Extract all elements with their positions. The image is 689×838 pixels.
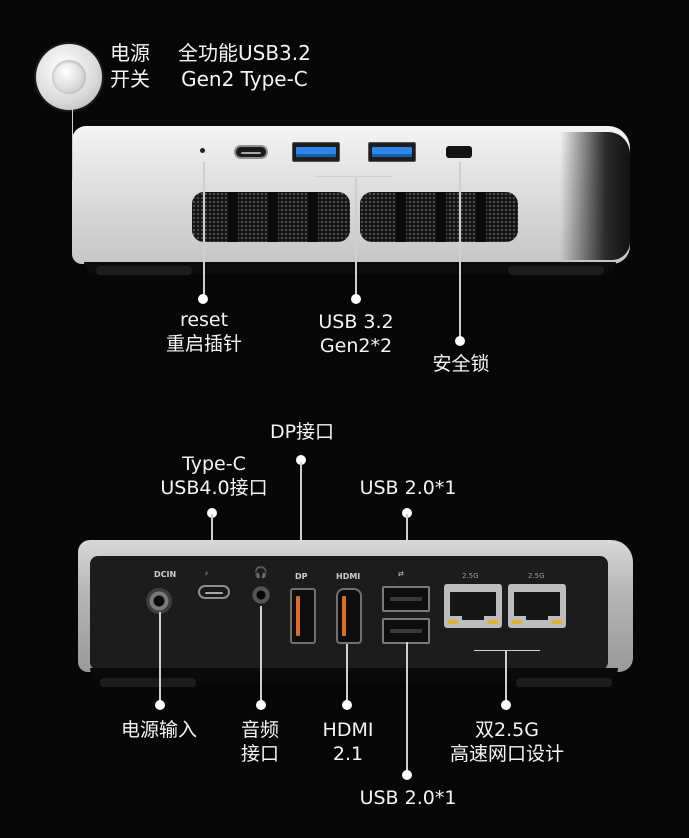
power-label: 电源 开关 [110, 41, 150, 91]
lan-leader-v [505, 650, 507, 704]
usb2-silk-icon: ⇄ [398, 570, 404, 578]
usb2-port-top [382, 586, 430, 612]
usb2-port-bottom [382, 618, 430, 644]
typec-dot [207, 508, 217, 518]
back-foot-right [516, 678, 612, 687]
hdmi-leader [346, 644, 348, 704]
typec-back-label: Type-C USB4.0接口 [160, 453, 268, 499]
dc-in-jack [146, 588, 172, 614]
usb4-silk-icon: ⚡ [204, 570, 209, 578]
usb3-port-1 [292, 142, 340, 162]
usb20-bottom-label: USB 2.0*1 [359, 787, 457, 809]
lan-port-2 [508, 584, 566, 628]
lan-label: 双2.5G 高速网口设计 [449, 719, 564, 765]
power-button-cap [52, 60, 86, 94]
lock-label: 安全锁 [432, 353, 490, 375]
dcin-label: 电源输入 [120, 719, 197, 741]
power-button [36, 44, 102, 110]
back-foot-left [100, 678, 196, 687]
lan-port-1 [444, 584, 502, 628]
lan-leader-h [474, 650, 540, 651]
front-foot-right [508, 266, 604, 275]
audio-jack [252, 586, 270, 604]
audio-leader [260, 606, 262, 704]
lan-dot [501, 700, 511, 710]
headphone-icon: 🎧 [254, 566, 268, 579]
reset-label: reset 重启插针 [165, 309, 242, 355]
dcin-dot [155, 700, 165, 710]
usbc-front-label: 全功能USB3.2 Gen2 Type-C [178, 41, 311, 91]
audio-label: 音频 接口 [240, 719, 279, 765]
dp-silk: DP [295, 572, 308, 581]
audio-dot [256, 700, 266, 710]
front-foot-left [96, 266, 192, 275]
security-lock-slot [446, 146, 472, 158]
power-leader-v [72, 108, 73, 180]
reset-dot [198, 294, 208, 304]
hdmi-silk: HDMI [336, 572, 361, 581]
front-vent-left [192, 192, 350, 242]
hdmi-label: HDMI 2.1 [322, 719, 374, 765]
usb20-bottom-leader [406, 642, 408, 772]
usb3-dot [351, 294, 361, 304]
dcin-silk: DCIN [154, 570, 177, 579]
usb32-label: USB 3.2 Gen2*2 [318, 311, 394, 357]
dcin-leader [159, 612, 161, 704]
front-base [84, 262, 616, 274]
usb3-leader-v [355, 176, 357, 298]
dp-leader [300, 462, 302, 590]
usb20-bottom-dot [402, 770, 412, 780]
usb20-top-label: USB 2.0*1 [359, 477, 457, 499]
usb4-typec-port [198, 585, 230, 599]
dp-label: DP接口 [269, 421, 335, 443]
front-vent-right [360, 192, 518, 242]
front-chassis [72, 126, 630, 264]
lock-dot [455, 336, 465, 346]
lan1-silk: 2.5G [462, 572, 479, 580]
hdmi-dot [342, 700, 352, 710]
displayport [290, 588, 316, 644]
lock-leader [459, 162, 461, 340]
usb3-leader-h [314, 176, 392, 177]
usb20-top-dot [402, 508, 412, 518]
reset-hole [200, 148, 205, 153]
hdmi-port [336, 588, 362, 644]
back-base [90, 668, 618, 682]
front-chassis-shadow [560, 132, 630, 260]
dp-dot [296, 455, 306, 465]
reset-leader [203, 162, 205, 298]
lan2-silk: 2.5G [528, 572, 545, 580]
usb3-port-2 [368, 142, 416, 162]
usbc-front-port [234, 145, 268, 159]
